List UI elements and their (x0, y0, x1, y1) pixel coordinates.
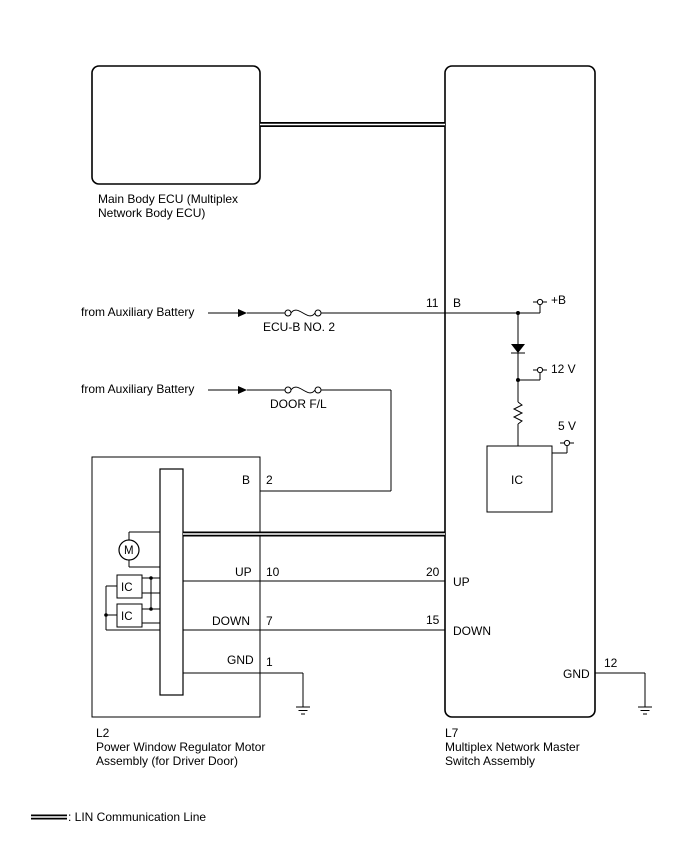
fuse-ecu-b-label: ECU-B NO. 2 (263, 320, 335, 334)
pin-l2-b-name: B (242, 473, 250, 487)
pin-l7-gnd-name: GND (563, 667, 590, 681)
regulator-ic-2-label: IC (121, 611, 133, 623)
supply-plus-b: +B (551, 293, 566, 307)
pin-l2-up-name: UP (235, 565, 252, 579)
pin-l2-down-name: DOWN (212, 614, 250, 628)
fuse-icon (284, 386, 322, 394)
master-switch-box (444, 65, 596, 718)
ground-icon (296, 706, 310, 715)
main-body-ecu-box (91, 65, 261, 185)
pin-l7-down-name: DOWN (453, 624, 491, 638)
resistor-icon (512, 401, 524, 425)
regulator-bus-bar (159, 468, 184, 696)
arrow-icon (208, 309, 247, 317)
motor-label: M (124, 545, 134, 557)
pin-l2-gnd-name: GND (227, 653, 254, 667)
regulator-motor-label-line2: Assembly (for Driver Door) (96, 754, 238, 768)
pin-l7-up-name: UP (453, 575, 470, 589)
v12-terminal-icon (533, 366, 547, 374)
pin-l7-b-number: 11 (426, 296, 439, 310)
battery-source-2: from Auxiliary Battery (81, 382, 194, 396)
main-body-ecu-label-line1: Main Body ECU (Multiplex (98, 192, 238, 206)
supply-5v: 5 V (558, 419, 576, 433)
pin-l7-up-number: 20 (426, 565, 440, 579)
supply-12v: 12 V (551, 362, 576, 376)
regulator-ic-1-label: IC (121, 582, 133, 594)
regulator-motor-label-line1: Power Window Regulator Motor (96, 740, 265, 754)
pin-l2-b-number: 2 (266, 473, 273, 487)
pin-l2-up-number: 10 (266, 565, 280, 579)
lin-legend-label: : LIN Communication Line (68, 810, 206, 824)
plus-b-terminal-icon (533, 298, 547, 306)
master-ic-box (486, 445, 553, 513)
pin-l2-gnd-number: 1 (266, 655, 273, 669)
ground-icon (638, 706, 652, 715)
battery-source-1: from Auxiliary Battery (81, 305, 194, 319)
master-ic-label: IC (511, 473, 523, 487)
main-body-ecu-label-line2: Network Body ECU) (98, 206, 205, 220)
master-switch-code: L7 (445, 726, 459, 740)
pin-l2-down-number: 7 (266, 614, 273, 628)
motor-icon: M (118, 539, 140, 561)
pin-l7-down-number: 15 (426, 613, 440, 627)
pin-l7-gnd-number: 12 (604, 656, 618, 670)
arrow-icon (208, 386, 247, 394)
pin-l7-b-name: B (453, 296, 461, 310)
fuse-icon (284, 309, 322, 317)
master-switch-label-line2: Switch Assembly (445, 754, 535, 768)
fuse-door-fl-label: DOOR F/L (270, 397, 327, 411)
v5-terminal-icon (560, 439, 574, 447)
master-switch-label-line1: Multiplex Network Master (445, 740, 580, 754)
regulator-motor-code: L2 (96, 726, 110, 740)
